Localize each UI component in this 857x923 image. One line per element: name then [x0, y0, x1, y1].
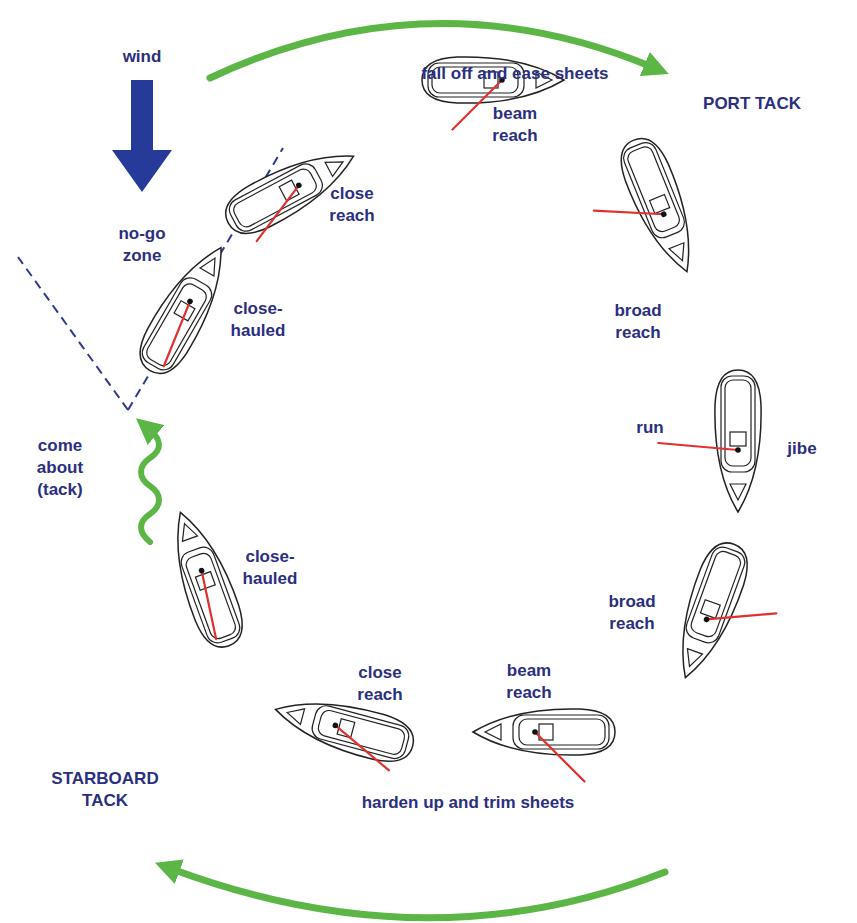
- deck-edge: [226, 160, 327, 235]
- sailboat: [473, 709, 615, 782]
- maneuver-note: come about (tack): [37, 435, 83, 501]
- point-of-sail: broad reach: [614, 300, 661, 344]
- sailboat: [658, 370, 761, 512]
- mast: [532, 729, 538, 735]
- tack-label: PORT TACK: [703, 93, 801, 115]
- sailboat: [575, 131, 708, 295]
- mast: [735, 447, 741, 453]
- mast: [198, 567, 205, 574]
- point-of-sail: broad reach: [608, 591, 655, 635]
- maneuver-note: harden up and trim sheets: [362, 792, 575, 814]
- cabin: [174, 301, 195, 321]
- foredeck: [669, 243, 690, 264]
- point-of-sail: beam reach: [506, 660, 551, 704]
- wind-label: wind: [123, 46, 162, 68]
- hull: [612, 131, 708, 280]
- point-of-sail: close reach: [357, 662, 402, 706]
- wind-arrow: [112, 80, 172, 192]
- boom: [243, 185, 313, 241]
- point-of-sail: run: [636, 417, 663, 439]
- foredeck: [200, 254, 222, 276]
- deck-edge: [178, 544, 243, 646]
- no-go-boundary: [18, 148, 283, 410]
- maneuver-note: fall off and ease sheets: [421, 63, 608, 85]
- hull: [159, 504, 251, 653]
- boom: [192, 571, 225, 639]
- foredeck: [682, 649, 703, 670]
- cockpit: [519, 719, 605, 745]
- hull: [715, 370, 761, 512]
- foredeck: [325, 155, 347, 177]
- foredeck: [177, 521, 198, 542]
- mast: [332, 722, 339, 729]
- cockpit: [231, 166, 319, 229]
- deck-edge: [683, 544, 748, 646]
- boom: [155, 301, 198, 366]
- deck-edge: [138, 274, 215, 374]
- deck-edge: [513, 715, 609, 749]
- boom: [658, 443, 738, 450]
- boom: [535, 732, 584, 781]
- deck-edge: [721, 376, 755, 472]
- mast: [660, 211, 667, 218]
- cabin: [730, 432, 746, 446]
- sailboat: [664, 536, 794, 699]
- boom: [328, 725, 397, 770]
- cockpit: [725, 380, 751, 466]
- foredeck: [285, 705, 305, 725]
- cockpit: [184, 551, 238, 641]
- hull: [473, 709, 615, 755]
- zone-label: no-go zone: [110, 223, 174, 267]
- cockpit: [144, 281, 210, 368]
- mast: [703, 616, 710, 623]
- point-of-sail: close-hauled: [231, 298, 286, 342]
- mast: [295, 182, 303, 190]
- tack-arrow: [141, 430, 159, 542]
- boom: [594, 187, 664, 238]
- maneuver-note: jibe: [787, 438, 816, 460]
- hull: [664, 536, 756, 685]
- foredeck: [485, 724, 501, 740]
- cockpit: [317, 709, 407, 756]
- point-of-sail: beam reach: [492, 103, 537, 147]
- deck-edge: [620, 139, 687, 241]
- harden-up-arrow: [172, 869, 665, 918]
- foredeck: [730, 484, 746, 500]
- cockpit: [625, 144, 681, 233]
- tack-label: STARBOARD TACK: [51, 768, 158, 812]
- sailboat: [159, 504, 251, 653]
- deck-edge: [310, 703, 412, 761]
- mast: [186, 298, 194, 306]
- point-of-sail: close-hauled: [243, 546, 298, 590]
- cockpit: [689, 549, 743, 639]
- boom: [707, 592, 777, 641]
- cabin: [650, 195, 670, 214]
- point-of-sail: close reach: [329, 183, 374, 227]
- cabin: [700, 600, 720, 619]
